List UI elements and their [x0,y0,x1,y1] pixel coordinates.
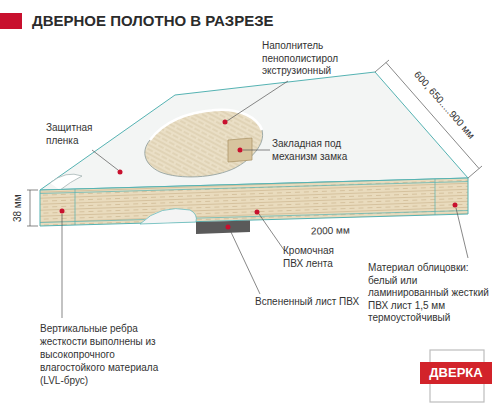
logo-badge: ДВЕРКА [420,362,492,384]
cutaway [145,110,263,177]
dimension-thickness [27,190,38,226]
callout-label: Кромочная ПВХ лента [283,245,355,270]
callout-label: Наполнитель пенополистирол экструзионный [262,40,374,78]
callout-label: 38 мм [12,194,25,222]
dimension-width [375,60,482,178]
callout-label: Вертикальные ребра жесткости выполнены и… [40,322,170,387]
callout-label: 600, 650.....900 мм [411,68,477,141]
callout-label: Материал облицовки: белый или ламинирова… [368,262,496,325]
cut-bite [140,209,196,224]
callout-label: Вспененный лист ПВХ [255,296,359,309]
film-curl [50,174,82,190]
leader-dots [60,120,458,230]
front-face [40,178,468,226]
top-face [40,72,468,190]
diagram-title: ДВЕРНОЕ ПОЛОТНО В РАЗРЕЗЕ [32,12,274,30]
title-bar [0,13,22,29]
callout-label: Защитная пленка [46,122,106,147]
logo-text: ДВЕРКА [420,365,492,381]
pvc-sheet [196,221,250,235]
callout-label: 2000 мм [310,224,349,238]
callout-label: Закладная под механизм замка [272,138,367,163]
